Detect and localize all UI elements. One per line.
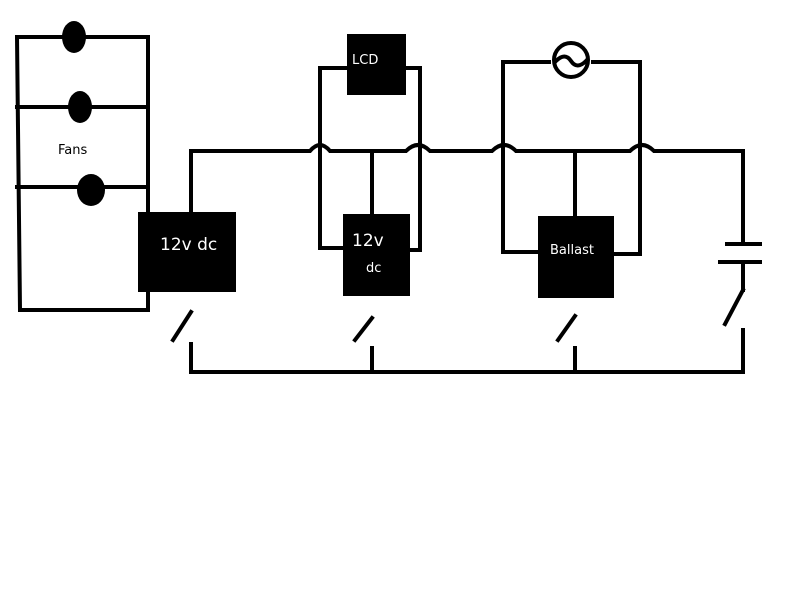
fan-1-icon (62, 21, 86, 53)
main-switch (722, 287, 746, 327)
psu-1-box (138, 212, 236, 292)
lamp-loop-wire (501, 60, 642, 256)
lcd-label: LCD (352, 53, 378, 68)
psu-2-box (343, 214, 410, 296)
top-bus-wire (189, 143, 745, 246)
lcd-right-loop-wire (404, 66, 422, 252)
lcd-box (347, 34, 406, 95)
fan-2-icon (68, 91, 92, 123)
lamp-filament (553, 54, 589, 68)
ballast-switch (555, 313, 578, 343)
ballast: Ballast (538, 149, 614, 374)
battery (718, 242, 762, 327)
psu-1: 12v dc (138, 212, 236, 343)
psu-1-label: 12v dc (160, 235, 217, 255)
fan-block: Fans (14, 21, 150, 313)
top-bus (189, 143, 745, 246)
psu-2: 12v dc (343, 149, 410, 374)
lcd-left-loop-wire (318, 66, 349, 250)
lcd-block: LCD (318, 34, 422, 252)
fan-3-icon (77, 174, 105, 206)
lamp-block (501, 41, 642, 256)
ballast-box (538, 216, 614, 298)
psu-2-switch (352, 315, 375, 343)
bottom-bus-wire (189, 328, 745, 374)
psu-2-label-line-1: 12v (352, 231, 384, 251)
ballast-label: Ballast (550, 243, 594, 258)
psu-2-label-line-2: dc (366, 261, 381, 276)
fans-label: Fans (58, 143, 87, 158)
psu-1-switch (170, 309, 194, 343)
fan-block-left-wire (14, 34, 23, 313)
